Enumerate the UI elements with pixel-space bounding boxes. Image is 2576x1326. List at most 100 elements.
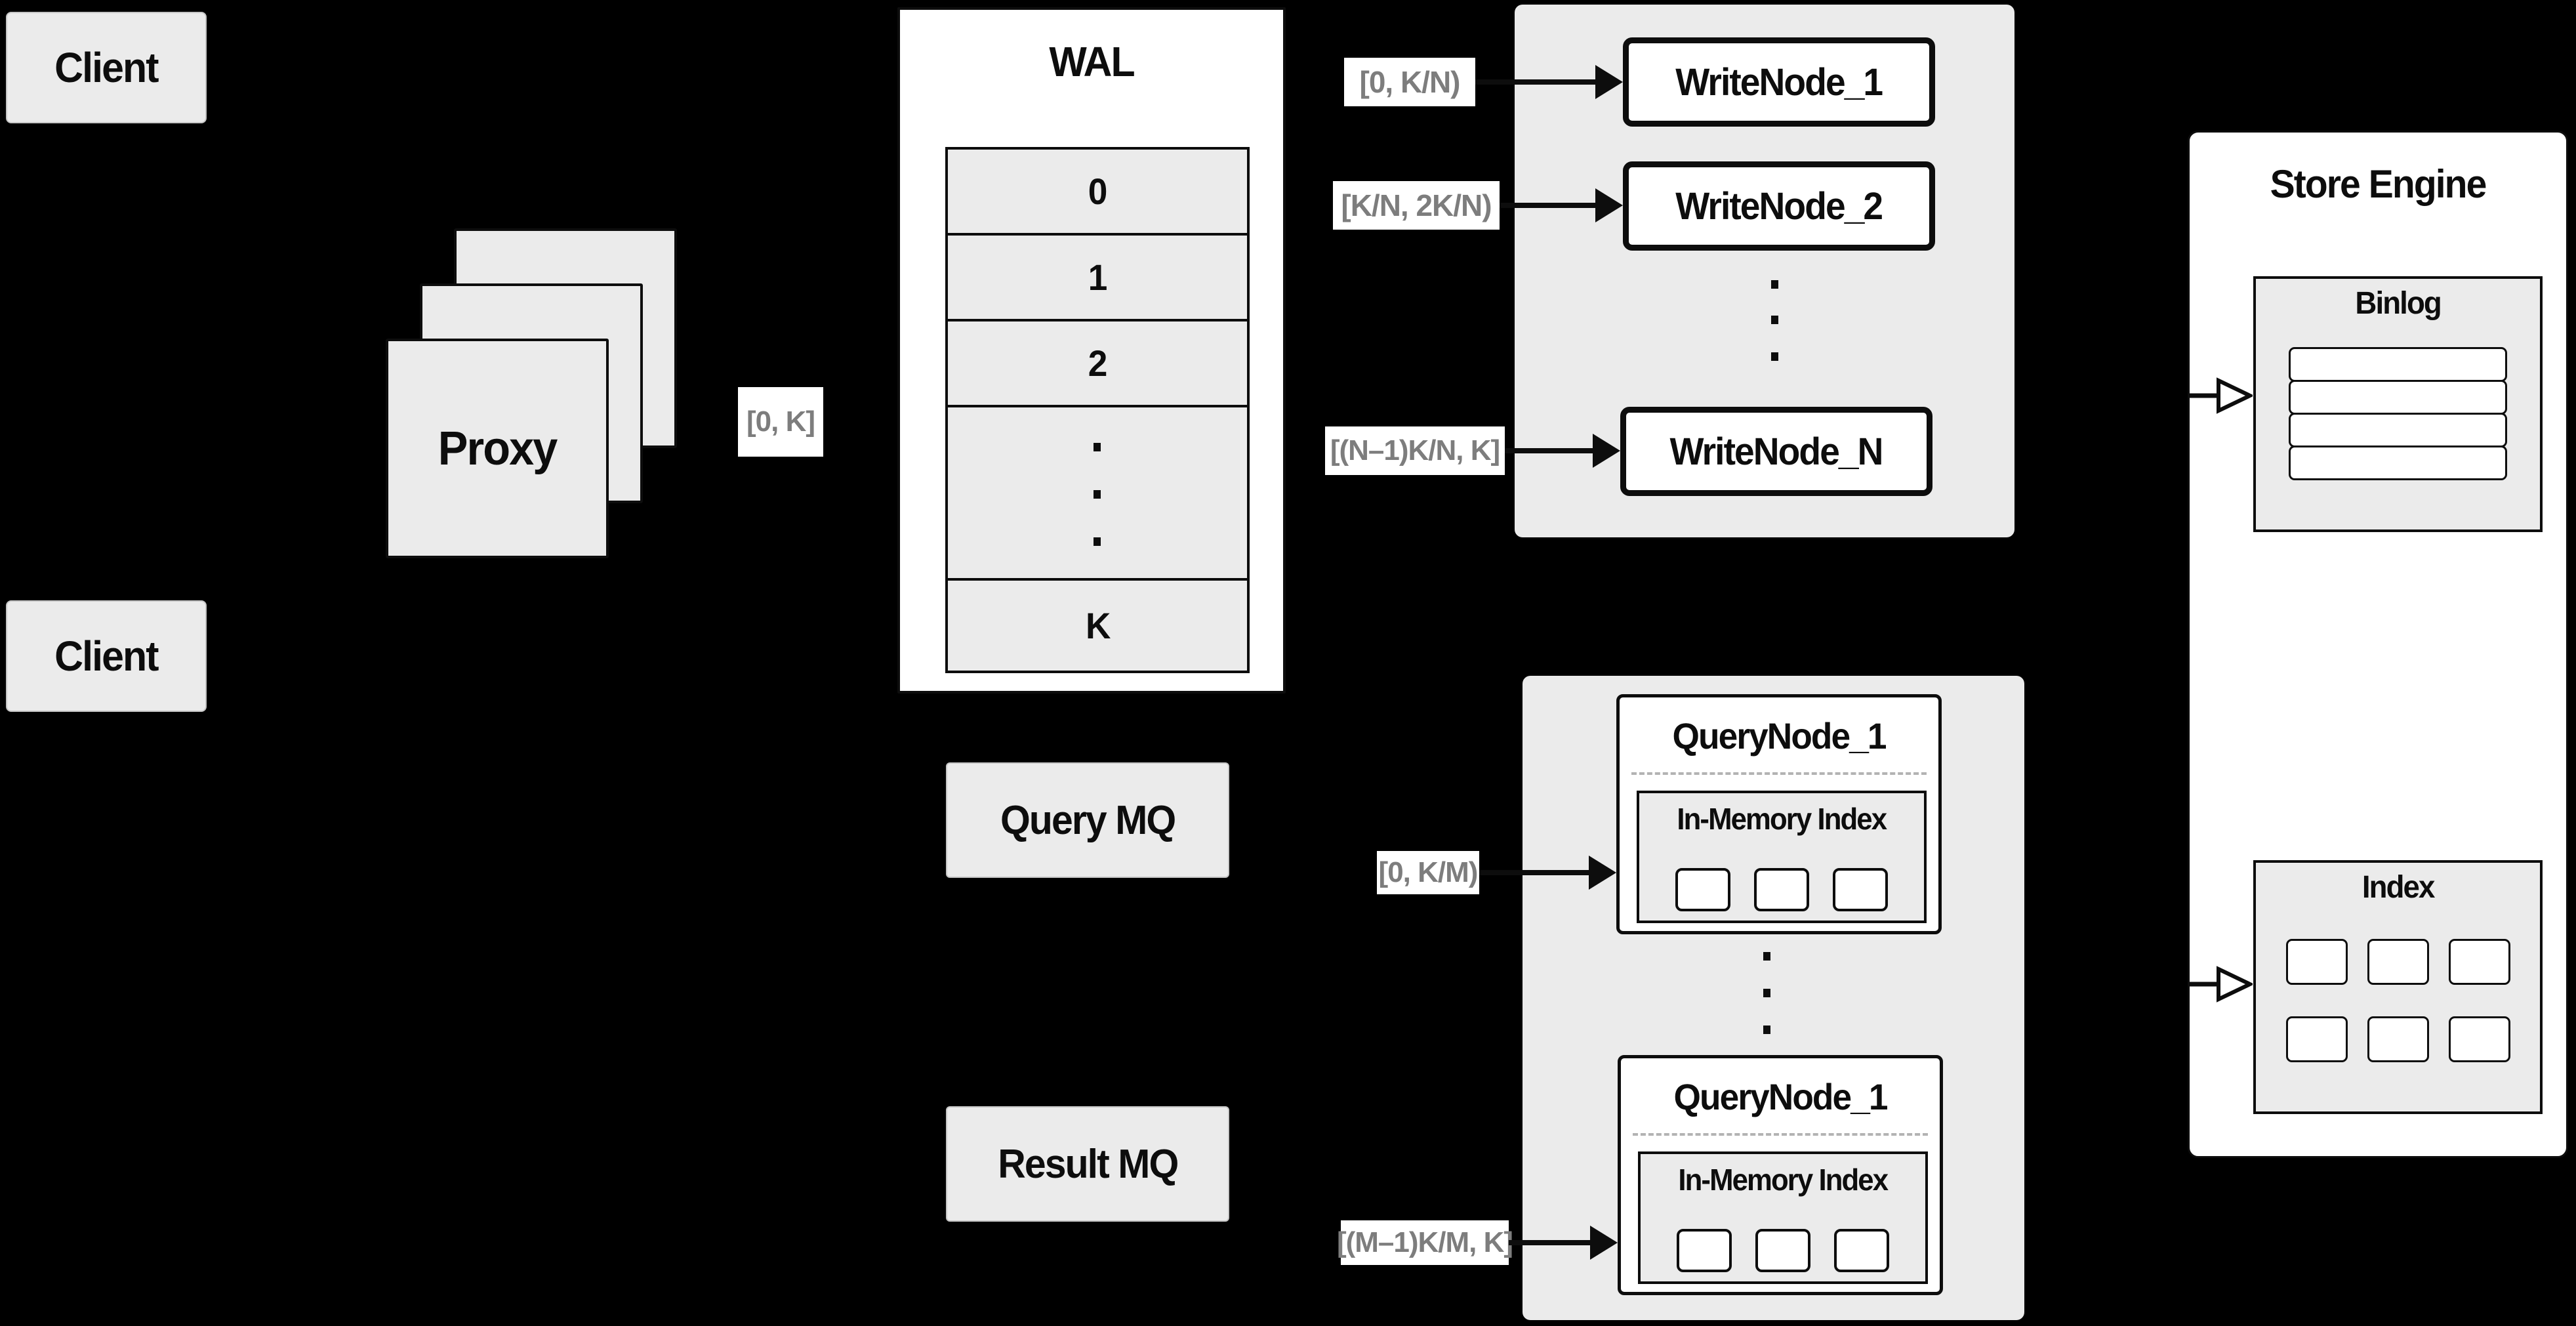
query-node-2-title: QueryNode_1 [1673,1076,1888,1117]
ellipsis-dot [1763,1026,1770,1034]
proxy-label: Proxy [438,422,558,475]
index-cell [2367,939,2429,985]
query-node-1-title: QueryNode_1 [1672,715,1887,756]
open-arrow-binlog-icon [2190,377,2253,414]
wal-row-2-label: 2 [1088,342,1108,384]
dashed-separator [1631,772,1927,775]
ellipsis-dot [1094,490,1101,499]
wal-table: 0 1 2 K [945,147,1250,673]
client-bottom-label: Client [54,632,159,680]
wal-row-1: 1 [948,236,1247,321]
write-range-1-text: [0, K/N) [1359,65,1461,99]
in-memory-index-title: In-Memory Index [1677,802,1888,836]
arrow-line [1505,448,1595,453]
in-memory-index-title-wrap: In-Memory Index [1641,1162,1925,1197]
wal-ellipsis-cell [948,407,1247,581]
arrow-line [1509,1240,1591,1245]
result-mq-box: Result MQ [946,1106,1229,1222]
arrow-head-icon [1589,856,1616,890]
query-node-2-title-wrap: QueryNode_1 [1621,1075,1940,1118]
wal-row-2: 2 [948,321,1247,407]
wal-title-wrap: WAL [900,37,1283,86]
memory-segment [1834,1229,1889,1272]
ellipsis-dot [1771,280,1778,289]
memory-segment [1675,868,1730,911]
wal-title: WAL [1049,38,1135,85]
ellipsis-dot [1763,952,1770,961]
binlog-row [2289,413,2507,447]
write-range-2-chip: [K/N, 2K/N) [1333,181,1500,230]
in-memory-index-title-wrap: In-Memory Index [1639,801,1924,837]
wal-row-0: 0 [948,150,1247,236]
index-row [2285,1016,2510,1062]
index-title-wrap: Index [2256,869,2540,905]
binlog-rows [2289,347,2507,480]
index-cell [2285,1016,2348,1062]
write-range-2-text: [K/N, 2K/N) [1341,188,1492,222]
query-range-m-chip: [(M–1)K/M, K] [1337,1220,1513,1265]
query-range-1-text: [0, K/M) [1378,856,1479,888]
memory-segment [1754,868,1809,911]
proxy-range-chip: [0, K] [738,387,823,457]
memory-segment [1677,1229,1732,1272]
write-range-n-text: [(N–1)K/N, K] [1330,434,1500,466]
memory-segment [1833,868,1888,911]
store-engine-title: Store Engine [2270,162,2487,206]
write-range-n-chip: [(N–1)K/N, K] [1325,426,1505,475]
arrow-head-icon [1590,1226,1618,1260]
arrow-head-icon [1593,434,1620,468]
index-box: Index [2253,860,2543,1114]
binlog-row [2289,445,2507,480]
index-cell [2448,939,2510,985]
client-box-bottom: Client [6,600,207,712]
query-node-2-box: QueryNode_1 In-Memory Index [1618,1055,1943,1295]
result-mq-label: Result MQ [997,1141,1179,1187]
in-memory-index-box: In-Memory Index [1638,1151,1928,1284]
write-node-n-label: WriteNode_N [1669,430,1884,473]
index-cell [2367,1016,2429,1062]
binlog-box: Binlog [2253,276,2543,532]
query-range-m-text: [(M–1)K/M, K] [1336,1226,1513,1258]
arrow-line [1479,870,1589,875]
index-title: Index [2361,870,2436,905]
wal-row-k: K [948,581,1247,671]
index-row [2285,939,2510,985]
wal-row-1-label: 1 [1088,257,1108,298]
ellipsis-dot [1771,316,1778,324]
query-node-1-box: QueryNode_1 In-Memory Index [1616,694,1942,934]
query-range-1-chip: [0, K/M) [1377,851,1479,894]
write-node-n-box: WriteNode_N [1620,407,1932,496]
arrow-line [1475,79,1597,85]
segment-row [1641,1229,1925,1272]
binlog-row [2289,380,2507,415]
index-grid [2256,939,2540,1062]
ellipsis-dot [1771,352,1778,361]
arrow-head-icon [1595,188,1623,222]
proxy-card-front: Proxy [386,339,609,558]
arrow-head-icon [1595,65,1623,99]
client-top-label: Client [54,44,159,91]
client-box-top: Client [6,12,207,123]
open-arrow-index-icon [2190,966,2253,1003]
ellipsis-dot [1094,443,1101,451]
ellipsis-dot [1094,537,1101,546]
wal-row-k-label: K [1085,605,1111,646]
write-node-2-box: WriteNode_2 [1623,161,1935,251]
store-engine-title-wrap: Store Engine [2190,161,2566,207]
binlog-row [2289,347,2507,382]
index-cell [2448,1016,2510,1062]
arrow-line [1500,203,1597,208]
query-node-1-title-wrap: QueryNode_1 [1620,715,1938,757]
binlog-title-wrap: Binlog [2256,285,2540,321]
segment-row [1639,868,1924,911]
in-memory-index-title: In-Memory Index [1678,1163,1889,1197]
wal-row-0-label: 0 [1088,171,1108,212]
store-engine-box: Store Engine Binlog Index [2188,131,2568,1158]
ellipsis-dot [1763,989,1770,997]
binlog-title: Binlog [2355,286,2442,321]
query-mq-box: Query MQ [946,762,1229,878]
write-range-1-chip: [0, K/N) [1344,58,1475,106]
index-cell [2285,939,2348,985]
in-memory-index-box: In-Memory Index [1637,791,1927,923]
